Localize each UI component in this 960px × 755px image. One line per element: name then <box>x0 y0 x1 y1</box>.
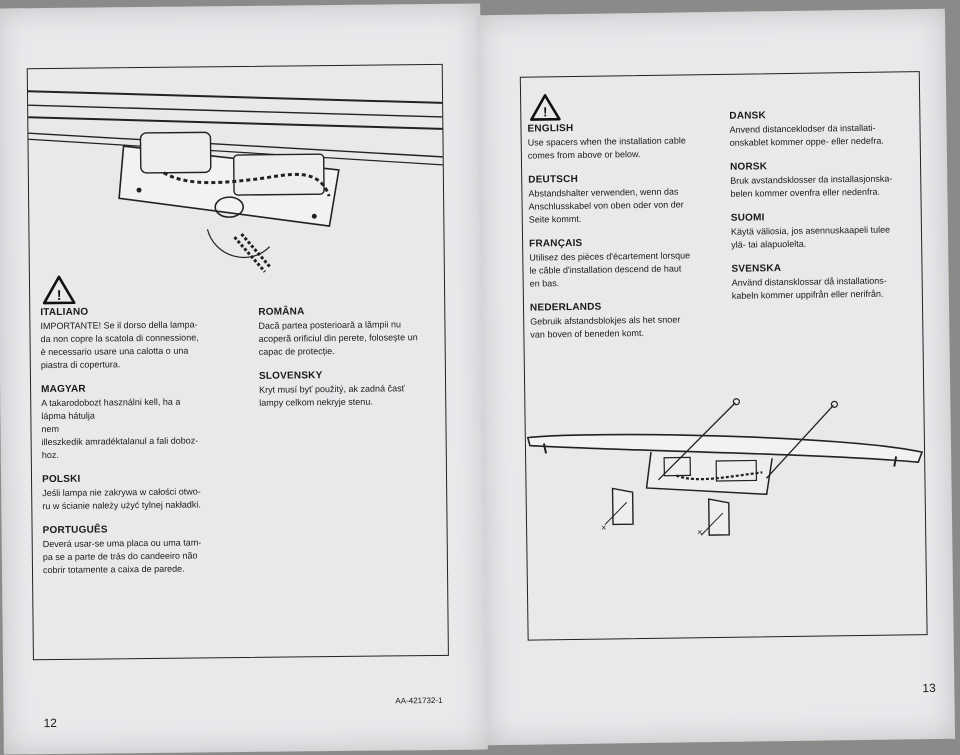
lang-title: SLOVENSKY <box>258 370 323 382</box>
lang-text: Kryt musí byť použitý, ak zadná časť lam… <box>259 383 405 408</box>
left-page-frame: ! ITALIANO IMPORTANTE! Se il dorso della… <box>26 63 449 661</box>
lang-title: ENGLISH <box>527 122 574 135</box>
lang-text: Utilisez des pièces d'écartement lorsque… <box>529 250 691 289</box>
left-page: ! ITALIANO IMPORTANTE! Se il dorso della… <box>0 3 488 755</box>
lang-title: FRANÇAIS <box>529 237 583 250</box>
lang-text: Abstandshalter verwenden, wenn das Ansch… <box>528 186 684 225</box>
lang-block-polski: POLSKI Jeśli lampa nie zakrywa w całości… <box>42 472 252 513</box>
lang-text: Use spacers when the installation cable … <box>527 135 686 161</box>
lang-block-dansk: DANSK Anvend distanceklodser da installa… <box>729 108 916 150</box>
spacer-installation-illustration: × × <box>526 398 924 537</box>
lang-block-suomi: SUOMI Käytä väliosia, jos asennuskaapeli… <box>731 210 918 252</box>
document-code: AA-421732-1 <box>395 695 443 706</box>
lang-title: SUOMI <box>730 212 765 224</box>
lang-text: Bruk avstandsklosser da installasjonska-… <box>730 173 893 199</box>
lang-text: Deverá usar-se uma placa ou uma tam- pa … <box>42 537 202 576</box>
lang-block-norsk: NORSK Bruk avstandsklosser da installasj… <box>730 159 917 201</box>
page-number-right: 13 <box>922 680 936 696</box>
lang-block-english: ENGLISH Use spacers when the installatio… <box>527 121 724 163</box>
lang-block-francais: FRANÇAIS Utilisez des pièces d'écartemen… <box>529 236 726 291</box>
svg-text:×: × <box>697 527 702 537</box>
lang-block-svenska: SVENSKA Använd distansklossar då install… <box>731 261 918 303</box>
lang-title: POLSKI <box>41 473 81 486</box>
lang-title: ROMÂNA <box>258 306 305 318</box>
lang-block-portugues: PORTUGUÊS Deverá usar-se uma placa ou um… <box>43 523 254 577</box>
svg-text:×: × <box>601 523 606 533</box>
right-column-1: ENGLISH Use spacers when the installatio… <box>527 121 726 354</box>
lang-text: Jeśli lampa nie zakrywa w całości otwo- … <box>42 486 201 512</box>
lang-block-nederlands: NEDERLANDS Gebruik afstandsblokjes als h… <box>530 300 727 342</box>
lang-block-magyar: MAGYAR A takarodobozt használni kell, ha… <box>41 382 252 462</box>
lang-title: SVENSKA <box>731 263 782 275</box>
right-page: ! ENGLISH Use spacers when the installat… <box>476 8 956 746</box>
lang-block-deutsch: DEUTSCH Abstandshalter verwenden, wenn d… <box>528 172 725 227</box>
svg-text:!: ! <box>543 104 548 119</box>
lang-text: Använd distansklossar då installations- … <box>731 275 887 301</box>
lang-text: IMPORTANTE! Se il dorso della lampa- da … <box>40 319 199 371</box>
lang-title: NORSK <box>729 161 768 173</box>
warning-triangle-icon: ! <box>42 275 76 305</box>
lang-title: NEDERLANDS <box>529 301 602 314</box>
lang-title: DANSK <box>729 110 766 122</box>
lang-title: MAGYAR <box>41 383 86 396</box>
lang-title: PORTUGUÊS <box>42 524 108 537</box>
lang-block-italiano: ITALIANO IMPORTANTE! Se il dorso della l… <box>40 305 251 372</box>
lang-text: A takarodobozt használni kell, ha a lápm… <box>41 396 199 461</box>
lang-text: Dacă partea posterioară a lămpii nu acop… <box>258 319 418 357</box>
lang-block-romana: ROMÂNA Dacă partea posterioară a lămpii … <box>258 305 443 359</box>
lang-block-slovensky: SLOVENSKY Kryt musí byť použitý, ak zadn… <box>259 369 443 410</box>
page-number-left: 12 <box>43 715 58 731</box>
svg-text:!: ! <box>57 287 62 303</box>
left-column-2: ROMÂNA Dacă partea posterioară a lămpii … <box>258 305 443 422</box>
lamp-back-illustration <box>27 90 443 273</box>
right-page-frame: ! ENGLISH Use spacers when the installat… <box>519 71 928 641</box>
lang-title: ITALIANO <box>40 306 89 319</box>
right-column-2: DANSK Anvend distanceklodser da installa… <box>729 108 918 315</box>
lang-text: Gebruik afstandsblokjes als het snoer va… <box>530 314 681 340</box>
lang-text: Anvend distanceklodser da installati- on… <box>729 122 884 148</box>
lang-title: DEUTSCH <box>528 173 579 186</box>
lang-text: Käytä väliosia, jos asennuskaapeli tulee… <box>730 224 891 250</box>
left-column-1: ITALIANO IMPORTANTE! Se il dorso della l… <box>40 305 253 589</box>
warning-triangle-icon: ! <box>530 94 561 121</box>
